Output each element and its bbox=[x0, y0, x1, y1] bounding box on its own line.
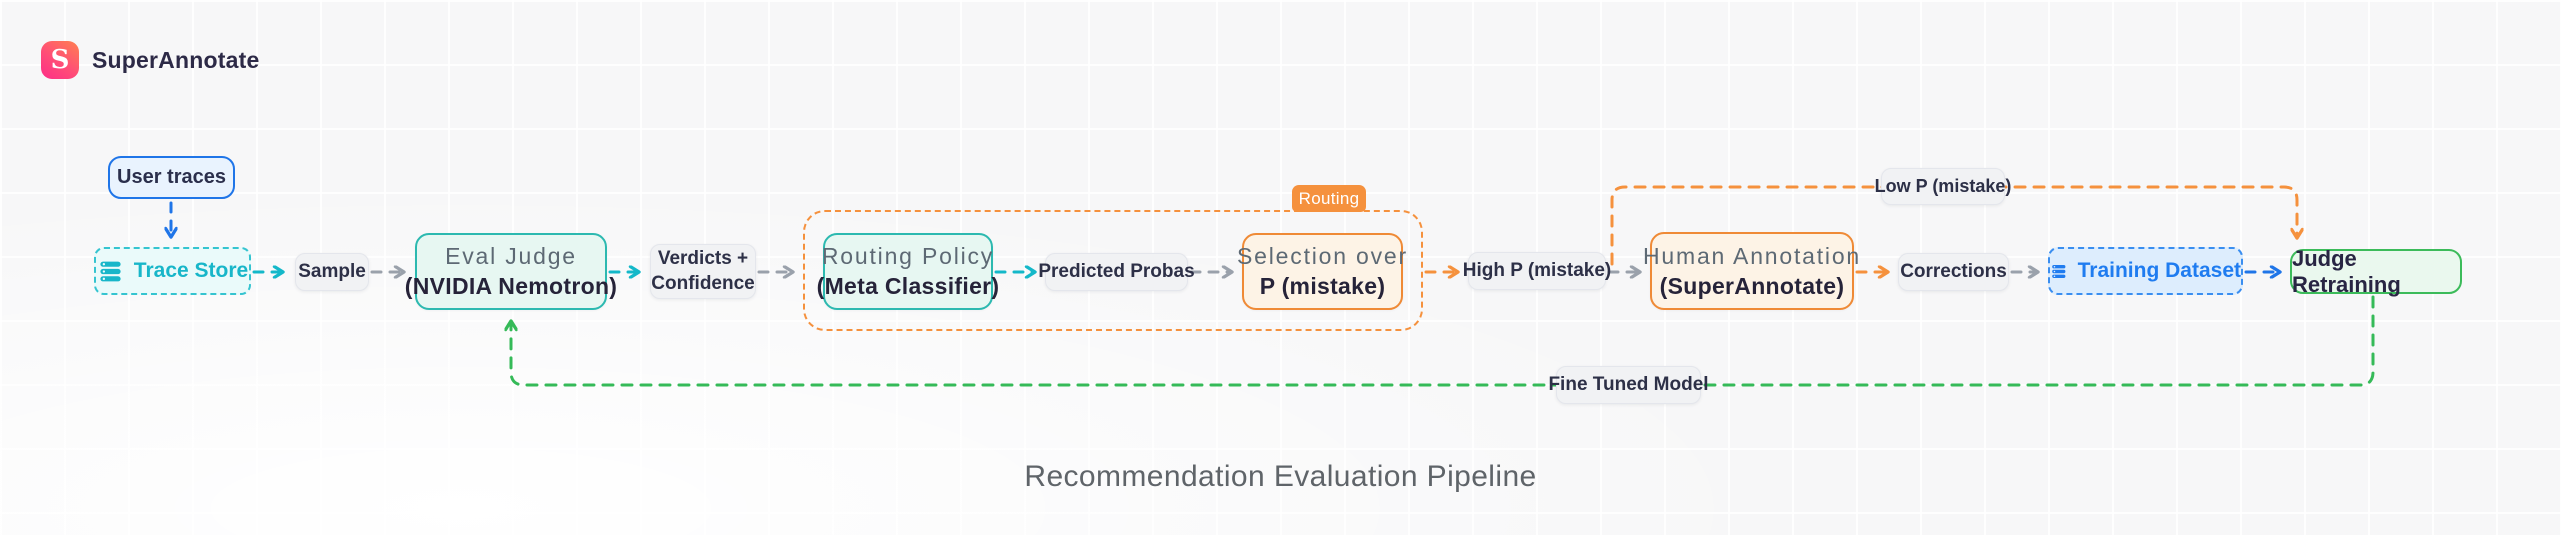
node-judge-retraining-label: Judge Retraining bbox=[2292, 245, 2401, 297]
database-stack-icon bbox=[100, 261, 121, 281]
routing-group-tag: Routing bbox=[1292, 185, 1366, 212]
edge-label-fine-tuned-model: Fine Tuned Model bbox=[1548, 366, 1709, 404]
node-trace-store-label: Trace Store bbox=[133, 259, 249, 282]
node-judge-retraining: Judge Retraining bbox=[2290, 246, 2462, 297]
edge-label-low-p-mistake: Low P (mistake) bbox=[1875, 168, 2011, 205]
node-eval-judge: Eval Judge (NVIDIA Nemotron) bbox=[405, 233, 617, 310]
brand-header: S SuperAnnotate bbox=[41, 41, 259, 79]
edge-label-high-p-mistake: High P (mistake) bbox=[1463, 252, 1611, 290]
routing-group-container bbox=[803, 210, 1423, 331]
superannotate-logo-icon: S bbox=[41, 41, 79, 79]
edge-label-corrections: Corrections bbox=[1898, 253, 2009, 291]
edge-label-predicted-probas: Predicted Probas bbox=[1038, 253, 1195, 291]
node-trace-store: Trace Store bbox=[94, 247, 251, 295]
node-routing-policy: Routing Policy (Meta Classifier) bbox=[817, 233, 999, 310]
node-routing-policy-line2: (Meta Classifier) bbox=[816, 273, 1000, 299]
node-training-dataset: Training Dataset bbox=[2048, 247, 2243, 295]
node-eval-judge-line2: (NVIDIA Nemotron) bbox=[404, 273, 618, 299]
node-human-annotation: Human Annotation (SuperAnnotate) bbox=[1643, 232, 1859, 310]
node-user-traces: User traces bbox=[108, 156, 235, 199]
edge-fine-tuned-model-feedback bbox=[511, 295, 2375, 387]
node-selection-over-p-mistake: Selection over P (mistake) bbox=[1237, 233, 1406, 310]
node-selection-line2: P (mistake) bbox=[1259, 273, 1386, 299]
diagram-title: Recommendation Evaluation Pipeline bbox=[1024, 460, 1537, 493]
database-stack-icon bbox=[2052, 264, 2066, 278]
edge-label-sample: Sample bbox=[295, 253, 369, 291]
node-user-traces-label: User traces bbox=[117, 166, 226, 188]
node-eval-judge-line1: Eval Judge bbox=[445, 243, 577, 269]
edge-label-verdicts-confidence: Verdicts + Confidence bbox=[650, 244, 756, 299]
node-human-annotation-line2: (SuperAnnotate) bbox=[1659, 272, 1845, 299]
edge-low-p-to-judge-retraining bbox=[1610, 185, 2297, 266]
node-selection-line1: Selection over bbox=[1237, 243, 1408, 269]
node-routing-policy-line1: Routing Policy bbox=[821, 243, 995, 269]
brand-name: SuperAnnotate bbox=[92, 46, 260, 73]
node-training-dataset-label: Training Dataset bbox=[2077, 259, 2241, 282]
node-human-annotation-line1: Human Annotation bbox=[1642, 242, 1862, 269]
